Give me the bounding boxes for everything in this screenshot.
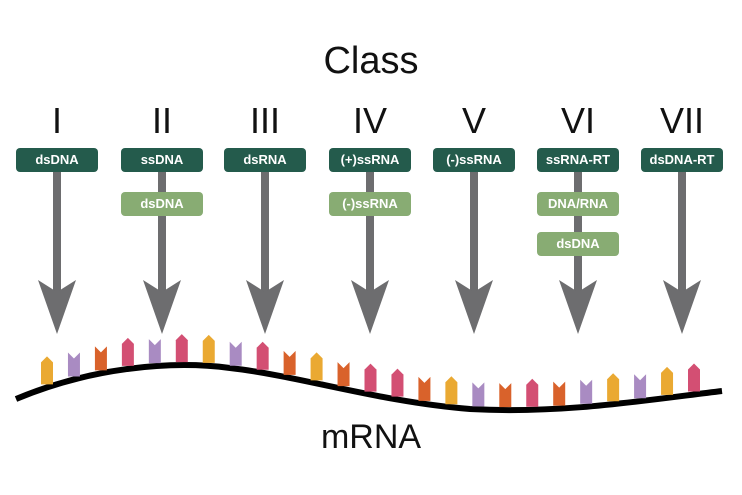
class-numeral: III xyxy=(249,100,280,141)
nucleotide-purple xyxy=(67,352,80,377)
arrow-head-icon xyxy=(246,280,284,334)
nucleotide-yellow xyxy=(607,373,620,402)
nucleotide-orange xyxy=(283,350,296,375)
nucleotide-pink xyxy=(256,341,269,370)
genome-type-box: (-)ssRNA xyxy=(433,148,515,172)
arrow-shaft xyxy=(366,172,374,292)
arrow-shaft xyxy=(678,172,686,292)
nucleotide-purple xyxy=(148,339,161,364)
nucleotide-purple xyxy=(229,341,242,366)
class-numeral: VII xyxy=(659,100,704,141)
class-numeral: V xyxy=(461,100,486,141)
nucleotide-purple xyxy=(634,374,647,399)
genome-type-box: ssDNA xyxy=(121,148,203,172)
nucleotide-pink xyxy=(526,378,539,407)
intermediate-box: (-)ssRNA xyxy=(329,192,411,216)
nucleotide-orange xyxy=(337,362,350,387)
nucleotide-orange xyxy=(94,346,107,371)
intermediate-box: dsDNA xyxy=(121,192,203,216)
nucleotide-pink xyxy=(121,337,134,366)
arrow-head-icon xyxy=(143,280,181,334)
arrow-head-icon xyxy=(455,280,493,334)
mrna-label: mRNA xyxy=(320,418,422,456)
nucleotide-pink xyxy=(688,363,700,392)
arrow-shaft xyxy=(158,172,166,292)
nucleotide-orange xyxy=(553,381,566,406)
arrow-shaft xyxy=(470,172,478,292)
arrow-head-icon xyxy=(559,280,597,334)
class-numeral: I xyxy=(51,100,62,141)
nucleotide-orange xyxy=(418,376,431,401)
intermediate-box: dsDNA xyxy=(537,232,619,256)
arrow-shaft xyxy=(53,172,61,292)
arrow-head-icon xyxy=(38,280,76,334)
nucleotide-pink xyxy=(175,334,188,363)
genome-type-box: (+)ssRNA xyxy=(329,148,411,172)
nucleotide-pink xyxy=(364,363,377,392)
intermediate-box: DNA/RNA xyxy=(537,192,619,216)
nucleotide-yellow xyxy=(661,366,674,395)
genome-type-box: dsDNA-RT xyxy=(641,148,723,172)
mrna-strand xyxy=(14,362,723,414)
class-numeral: II xyxy=(151,100,172,141)
genome-type-box: dsDNA xyxy=(16,148,98,172)
arrow-head-icon xyxy=(351,280,389,334)
nucleotide-yellow xyxy=(310,352,323,381)
nucleotide-yellow xyxy=(41,356,53,385)
nucleotide-pink xyxy=(391,368,404,397)
nucleotide-purple xyxy=(580,379,593,404)
nucleotide-yellow xyxy=(202,334,215,363)
class-numeral: VI xyxy=(560,100,595,141)
genome-type-box: dsRNA xyxy=(224,148,306,172)
genome-type-box: ssRNA-RT xyxy=(537,148,619,172)
nucleotide-orange xyxy=(499,383,512,408)
class-title: Class xyxy=(323,40,419,82)
arrow-shaft xyxy=(261,172,269,292)
nucleotide-purple xyxy=(472,382,485,407)
arrow-head-icon xyxy=(663,280,701,334)
nucleotide-yellow xyxy=(445,376,458,405)
class-numeral: IV xyxy=(352,100,387,141)
